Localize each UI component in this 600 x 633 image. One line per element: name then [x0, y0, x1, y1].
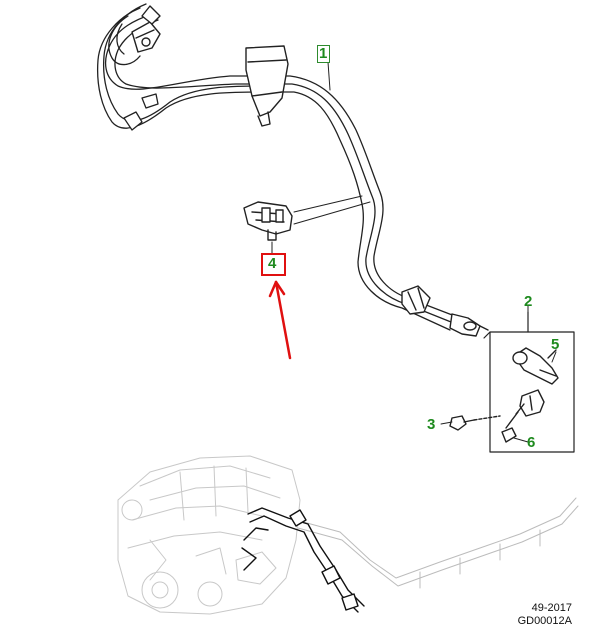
- callout-1-label: 1: [319, 45, 328, 62]
- bolt-part-3: [449, 415, 501, 431]
- engine-illustration: [117, 455, 301, 615]
- drawing-code: GD00012A: [517, 615, 572, 627]
- mounting-bracket: [501, 389, 545, 443]
- clamp-lower: [401, 285, 431, 315]
- sensor-assembly: [512, 347, 559, 385]
- callout-3-label: 3: [427, 416, 436, 433]
- callout-leaders: [327, 61, 557, 443]
- clip-left: [123, 93, 159, 131]
- part-4-bracket: [243, 201, 293, 241]
- callout-1-box: [317, 45, 330, 63]
- detail-view-box: [483, 311, 575, 453]
- callout-2-label: 2: [524, 293, 533, 310]
- callout-6-label: 6: [527, 434, 536, 451]
- callout-5-label: 5: [551, 336, 560, 353]
- pipe-end-fitting: [449, 313, 489, 337]
- callout-4-label: 4: [268, 255, 277, 272]
- reference-number: 49-2017: [531, 602, 572, 614]
- callout-4-highlight-box: [261, 253, 286, 276]
- connector-top: [131, 5, 161, 53]
- engine-fuel-line-faint: [295, 497, 579, 589]
- bracket-upper: [245, 45, 289, 127]
- leader-lines-part-4: [271, 195, 371, 255]
- engine-fuel-line-highlight: [241, 507, 365, 613]
- highlight-arrow: [268, 280, 292, 360]
